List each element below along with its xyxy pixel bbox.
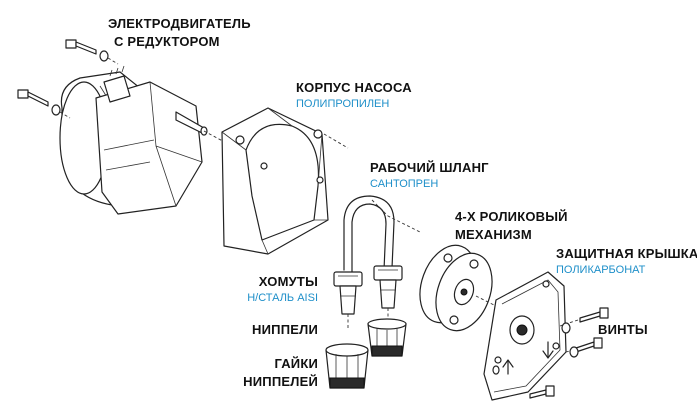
cover-screw-1 [559, 307, 609, 327]
label-hose-material: САНТОПРЕН [370, 178, 439, 190]
label-screws: ВИНТЫ [598, 322, 648, 337]
gear-motor [59, 65, 233, 215]
label-motor-line2: С РЕДУКТОРОМ [114, 34, 220, 49]
label-roller-line1: 4-Х РОЛИКОВЫЙ [455, 209, 568, 224]
nipple-nut-right [367, 318, 407, 357]
roller-mechanism [419, 244, 501, 332]
label-roller-line2: МЕХАНИЗМ [455, 227, 532, 242]
label-nuts-line1: ГАЙКИ [274, 356, 318, 371]
label-hose: РАБОЧИЙ ШЛАНГ [370, 160, 489, 175]
cover-screw-3 [529, 385, 555, 399]
pump-housing [221, 107, 349, 255]
label-cover-material: ПОЛИКАРБОНАТ [556, 264, 646, 276]
motor-screw-bottom [17, 89, 71, 119]
label-clamps: ХОМУТЫ [258, 274, 318, 289]
washers [492, 322, 579, 375]
down-arrow-icon [542, 341, 554, 359]
label-housing-material: ПОЛИПРОПИЛЕН [296, 98, 390, 110]
working-hose [343, 195, 421, 273]
nipple-nut-left [325, 343, 369, 389]
label-motor-line1: ЭЛЕКТРОДВИГАТЕЛЬ [108, 16, 251, 31]
label-housing: КОРПУС НАСОСА [296, 80, 412, 95]
up-arrow-icon [502, 359, 514, 375]
label-cover: ЗАЩИТНАЯ КРЫШКА [556, 246, 697, 261]
label-clamps-material: Н/СТАЛЬ AISI [247, 292, 318, 304]
label-nuts-line2: НИППЕЛЕЙ [243, 374, 318, 389]
protective-cover [483, 271, 567, 401]
motor-screw-top [65, 39, 119, 65]
label-nipples: НИППЕЛИ [252, 322, 318, 337]
hose-clamps [333, 265, 403, 287]
